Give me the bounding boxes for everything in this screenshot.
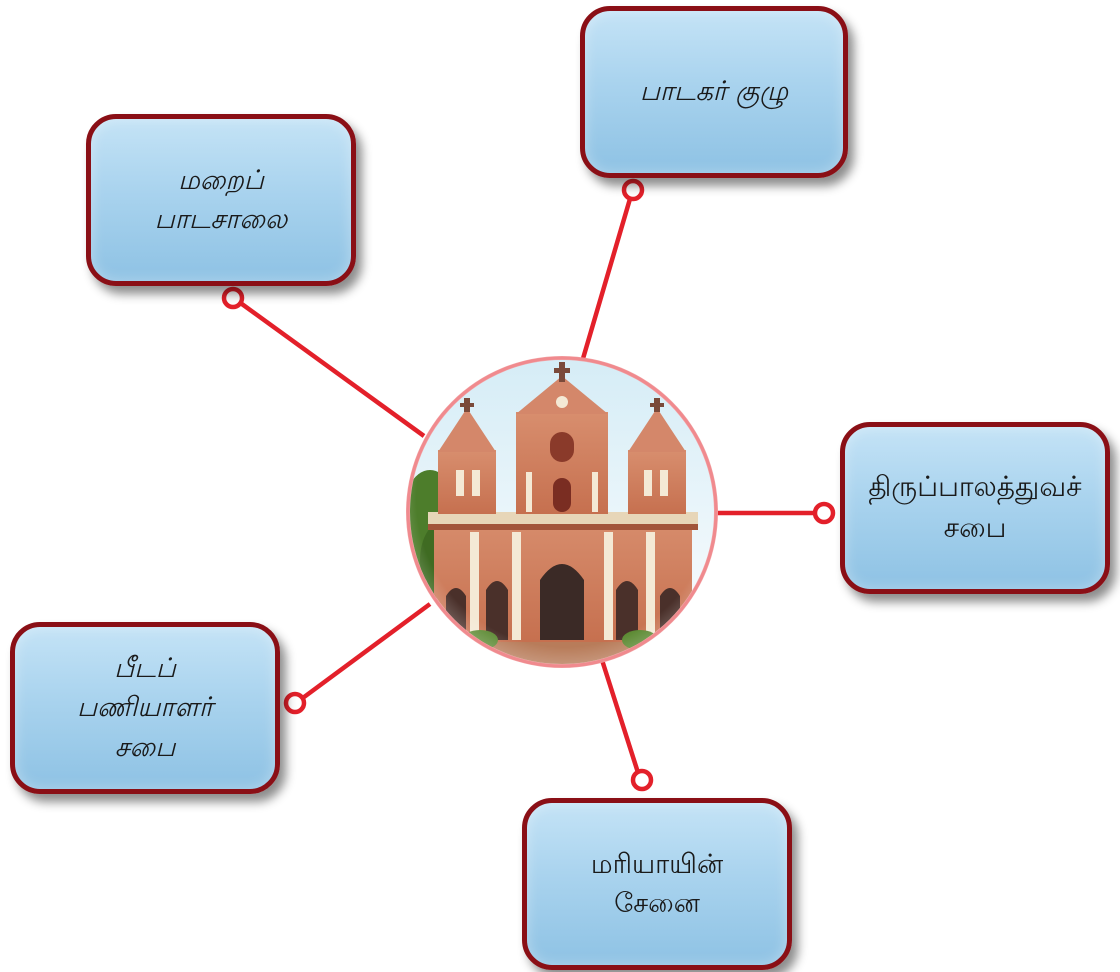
- connector-marai: [233, 297, 426, 438]
- node-marai-padasalai: மறைப் பாடசாலை: [86, 114, 356, 286]
- center-church-image: [406, 356, 718, 668]
- connector-rings: [221, 178, 836, 792]
- node-thirupalathuva-sabai: திருப்பாலத்துவச் சபை: [840, 422, 1110, 594]
- node-label: மரியாயின் சேனை: [590, 848, 724, 919]
- node-mariyayin-senai: மரியாயின் சேனை: [522, 798, 792, 970]
- ring-padakar: [621, 178, 645, 202]
- node-label: மறைப் பாடசாலை: [154, 164, 288, 235]
- connector-peeda: [294, 602, 432, 705]
- node-padakar-kuzhu: பாடகர் குழு: [580, 6, 848, 178]
- ring-peeda: [283, 691, 307, 715]
- node-peeda-paniyalar-sabai: பீடப் பணியாளர் சபை: [10, 622, 280, 794]
- ring-marai: [221, 286, 245, 310]
- node-label: திருப்பாலத்துவச் சபை: [868, 470, 1082, 544]
- connectors: [233, 191, 824, 783]
- connector-padakar: [579, 191, 635, 363]
- node-label: பாடகர் குழு: [639, 76, 789, 108]
- connector-mariyai: [599, 659, 644, 783]
- node-label: பீடப் பணியாளர் சபை: [77, 653, 213, 763]
- ring-mariyai: [630, 768, 654, 792]
- ring-thirupala: [812, 501, 836, 525]
